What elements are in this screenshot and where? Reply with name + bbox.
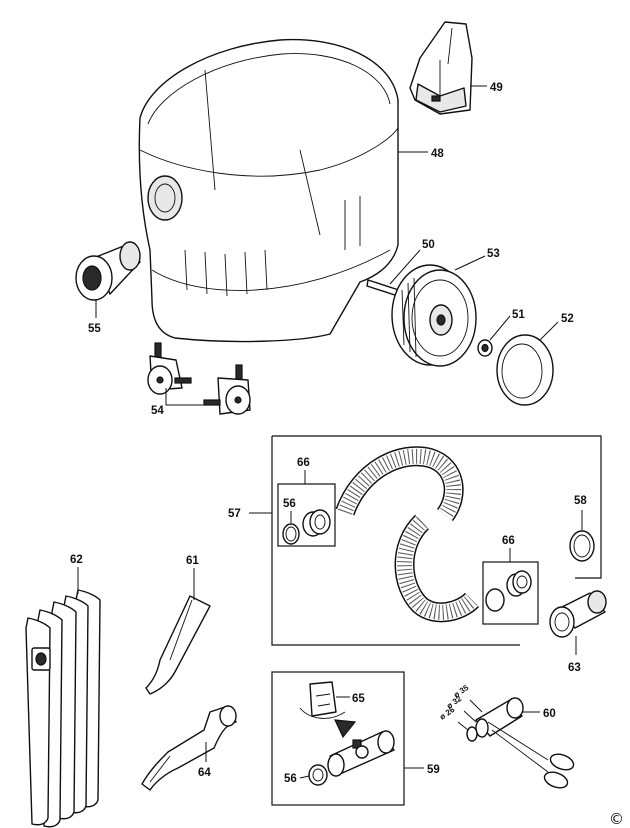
- callout-63: 63: [568, 662, 581, 674]
- part-56-seal-ring-2: [308, 764, 328, 786]
- part-54-castor-2: [203, 364, 251, 415]
- part-66-kit-box-1: [277, 483, 336, 547]
- part-64-bent-tube: [141, 705, 237, 791]
- part-61-crevice-nozzle: [145, 595, 211, 695]
- part-53-wheel: [391, 264, 477, 367]
- part-52-hubcap: [496, 334, 554, 406]
- assembly-arrow: [334, 719, 357, 739]
- part-59-kit-frame: [271, 671, 405, 806]
- part-58-seal-ring: [569, 530, 595, 562]
- part-66-adapter-1: [302, 509, 331, 537]
- part-62-filter-bags: [25, 589, 101, 828]
- part-65-cap: [299, 681, 346, 719]
- callout-58: 58: [574, 495, 587, 507]
- part-48-tank: [138, 38, 399, 343]
- part-55-connector: [75, 241, 141, 301]
- part-59-tube-assembly: [327, 730, 395, 777]
- callout-56-second: 56: [284, 773, 297, 785]
- callout-53: 53: [487, 248, 500, 260]
- part-60-pliers: [487, 721, 575, 789]
- callout-57: 57: [228, 508, 241, 520]
- callout-52: 52: [561, 313, 574, 325]
- callout-50: 50: [422, 239, 435, 251]
- callout-59: 59: [427, 764, 440, 776]
- part-57-hose: [335, 446, 480, 623]
- callout-64: 64: [198, 767, 211, 779]
- part-57-hose-kit-frame: [271, 435, 602, 646]
- callout-66-second: 66: [502, 535, 515, 547]
- callout-65: 65: [352, 693, 365, 705]
- callout-48: 48: [431, 148, 444, 160]
- part-66-adapter-2: [485, 570, 532, 612]
- callout-62: 62: [70, 554, 83, 566]
- callout-54: 54: [151, 405, 164, 417]
- part-63-adapter: [549, 590, 607, 638]
- part-51-nut: [477, 339, 493, 357]
- callout-61: 61: [186, 555, 199, 567]
- callout-55: 55: [88, 323, 101, 335]
- part-54-castor-1: [147, 342, 192, 395]
- callout-56-first: 56: [283, 498, 296, 510]
- part-60-reducer: [466, 697, 524, 742]
- copyright-mark: ©: [609, 810, 624, 828]
- part-49-bracket: [409, 21, 473, 115]
- callout-66-first: 66: [297, 457, 310, 469]
- callout-49: 49: [490, 82, 503, 94]
- callout-51: 51: [512, 309, 525, 321]
- part-56-seal-ring-1: [282, 523, 300, 545]
- callout-60: 60: [543, 708, 556, 720]
